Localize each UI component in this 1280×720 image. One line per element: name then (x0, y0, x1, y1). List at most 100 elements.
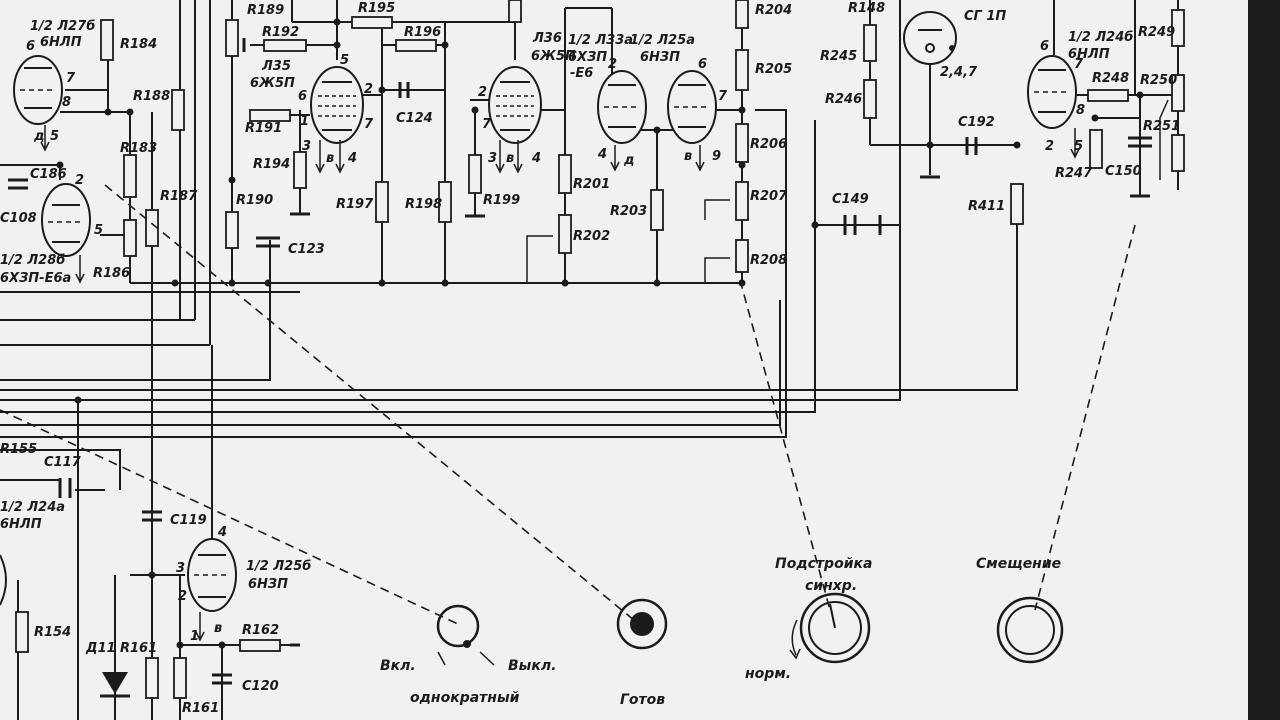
svg-text:2: 2 (178, 589, 187, 604)
svg-text:4: 4 (531, 151, 541, 166)
label-r148: R148 (848, 1, 885, 16)
label-podstroika: Подстройка (775, 556, 872, 572)
label-vkl: Вкл. (380, 658, 416, 674)
label-r250: R250 (1140, 73, 1177, 88)
circuit-diagram: R189 R195 R204 R192 R196 R184 R188 R183 … (0, 0, 1185, 720)
tube-label-l24b: 1/2 Л24б (1068, 30, 1133, 45)
label-c124: C124 (396, 111, 433, 126)
tube-label-l25a: 1/2 Л25а (630, 33, 695, 48)
tube-label-l33a: 1/2 Л33а (568, 33, 633, 48)
label-gotov: Готов (620, 692, 665, 708)
label-r249: R249 (1138, 25, 1175, 40)
label-r189: R189 (247, 3, 284, 18)
tube-label-l28b: 1/2 Л28б (0, 253, 65, 268)
tube-label-l27b: 1/2 Л27б (30, 19, 95, 34)
diode-d11 (100, 672, 130, 698)
tube-type-l25b: 6НЗП (248, 577, 288, 592)
label-r411: R411 (968, 199, 1005, 214)
label-c150: C150 (1105, 164, 1142, 179)
svg-text:4: 4 (347, 151, 357, 166)
label-r183: R183 (120, 141, 157, 156)
label-c149: C149 (832, 192, 869, 207)
tube-label-l35: Л35 (261, 59, 291, 74)
svg-text:2: 2 (478, 85, 487, 100)
label-r194: R194 (253, 157, 290, 172)
label-r154: R154 (34, 625, 71, 640)
tube-suffix-l33a: -Е6 (570, 66, 593, 81)
label-r203: R203 (610, 204, 647, 219)
pin-arrows (40, 125, 1080, 642)
svg-text:1: 1 (300, 114, 309, 129)
label-c120: C120 (242, 679, 279, 694)
label-vykl: Выкл. (508, 658, 556, 674)
label-r190: R190 (236, 193, 273, 208)
label-r192: R192 (262, 25, 299, 40)
tube-type-l25a: 6НЗП (640, 50, 680, 65)
svg-text:6: 6 (698, 57, 707, 72)
svg-text:2: 2 (608, 57, 617, 72)
panel-control-labels: Вкл. Выкл. однократный Готов Подстройка … (380, 556, 1061, 708)
label-r188: R188 (133, 89, 170, 104)
svg-text:3: 3 (302, 139, 311, 154)
svg-text:7: 7 (482, 117, 492, 132)
label-r245: R245 (820, 49, 857, 64)
svg-text:5: 5 (50, 129, 59, 144)
svg-text:2: 2 (1045, 139, 1054, 154)
label-odnokratny: однократный (410, 690, 520, 706)
label-r199: R199 (483, 193, 520, 208)
tube-type-sg1p: СГ 1П (964, 9, 1006, 24)
right-edge-strip (1248, 0, 1280, 720)
label-r161b: R161 (182, 701, 219, 716)
label-c108: C108 (0, 211, 37, 226)
label-r208: R208 (750, 253, 787, 268)
wires (0, 0, 1180, 720)
label-norm: норм. (745, 666, 791, 682)
label-r155: R155 (0, 442, 37, 457)
label-r204: R204 (755, 3, 792, 18)
svg-text:3: 3 (488, 151, 497, 166)
tube-pins-sg1p: 2,4,7 (940, 65, 978, 80)
svg-text:9: 9 (712, 149, 721, 164)
label-r207: R207 (750, 189, 788, 204)
svg-text:5: 5 (1074, 139, 1083, 154)
tube-type-l33a: 6ХЗП (568, 50, 607, 65)
label-c186: C186 (30, 167, 67, 182)
tube-type-l24b: 6НЛП (1068, 47, 1110, 62)
label-r206: R206 (750, 137, 787, 152)
svg-text:5: 5 (340, 53, 349, 68)
dashed-linkages (0, 184, 1136, 626)
ground-symbols (242, 38, 1150, 647)
label-c192: C192 (958, 115, 995, 130)
pin-numbers: 6 7 8 д 5 2 5 3 1 в 4 6 2 7 5 2 7 3 в 4 … (26, 39, 1085, 644)
svg-text:д: д (623, 153, 635, 168)
svg-text:2: 2 (75, 173, 84, 188)
label-r198: R198 (405, 197, 442, 212)
tube-type-l35: 6Ж5П (250, 76, 295, 91)
label-r246: R246 (825, 92, 862, 107)
label-r191: R191 (245, 121, 282, 136)
label-r161a: R161 (120, 641, 157, 656)
label-r184: R184 (120, 37, 157, 52)
svg-text:д: д (33, 129, 45, 144)
svg-text:5: 5 (94, 223, 103, 238)
svg-text:7: 7 (718, 89, 728, 104)
svg-text:4: 4 (217, 525, 227, 540)
svg-text:6: 6 (1040, 39, 1049, 54)
label-r251: R251 (1143, 119, 1180, 134)
tube-type-l28b: 6ХЗП-Е6а (0, 271, 71, 286)
capacitors (8, 82, 1152, 685)
svg-text:в: в (214, 621, 222, 636)
svg-text:8: 8 (62, 95, 71, 110)
label-r205: R205 (755, 62, 792, 77)
label-r162: R162 (242, 623, 279, 638)
resistors (15, 0, 1185, 699)
svg-text:в: в (506, 151, 514, 166)
label-r187: R187 (160, 189, 198, 204)
panel-knobs (436, 592, 1064, 666)
label-r247: R247 (1055, 166, 1093, 181)
label-r186: R186 (93, 266, 130, 281)
label-c119: C119 (170, 513, 207, 528)
label-d11: Д11 (85, 641, 116, 656)
label-r202: R202 (573, 229, 610, 244)
junction-dots (56, 18, 1144, 649)
